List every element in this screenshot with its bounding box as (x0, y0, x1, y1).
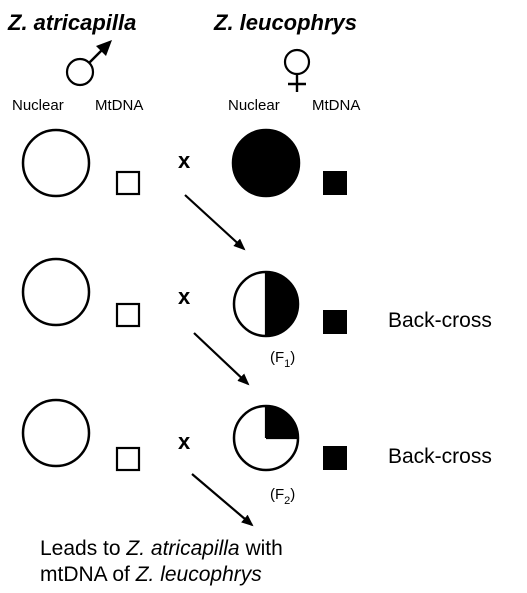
generation-label-f1: (F1) (270, 349, 295, 370)
female-mtdna-label: MtDNA (312, 97, 360, 114)
cross-row-f1: x Back-cross (F1) (21, 257, 492, 370)
backcross-label: Back-cross (388, 445, 492, 468)
arrow-to-f2 (193, 332, 250, 386)
male-symbol-icon (65, 40, 112, 87)
f1-nuclear-circle (232, 270, 300, 338)
f2-mtdna-square (323, 446, 347, 470)
male-nuclear-circle (21, 128, 91, 198)
backcross-label: Back-cross (388, 309, 492, 332)
result-line-1: Leads to Z. atricapilla with (40, 537, 283, 560)
cross-row-parental: x (21, 128, 347, 198)
female-symbol-icon (283, 48, 311, 92)
cross-symbol: x (178, 429, 191, 454)
male-nuclear-circle (21, 257, 91, 327)
female-nuclear-circle (231, 128, 301, 198)
female-nuclear-label: Nuclear (228, 97, 280, 114)
female-species-title: Z. leucophrys (213, 10, 357, 35)
arrow-to-result (191, 473, 254, 527)
f1-mtdna-square (323, 310, 347, 334)
female-mtdna-square (323, 171, 347, 195)
result-line-2: mtDNA of Z. leucophrys (40, 563, 262, 586)
cross-row-f2: x Back-cross (F2) (21, 398, 492, 507)
cross-symbol: x (178, 148, 191, 173)
male-species-title: Z. atricapilla (7, 10, 136, 35)
male-nuclear-label: Nuclear (12, 97, 64, 114)
male-mtdna-square (115, 170, 141, 196)
arrow-to-f1 (184, 194, 246, 251)
male-nuclear-circle (21, 398, 91, 468)
male-mtdna-square (115, 302, 141, 328)
f2-nuclear-circle (232, 404, 300, 472)
male-mtdna-label: MtDNA (95, 97, 143, 114)
cross-symbol: x (178, 284, 191, 309)
generation-label-f2: (F2) (270, 486, 295, 507)
male-mtdna-square (115, 446, 141, 472)
